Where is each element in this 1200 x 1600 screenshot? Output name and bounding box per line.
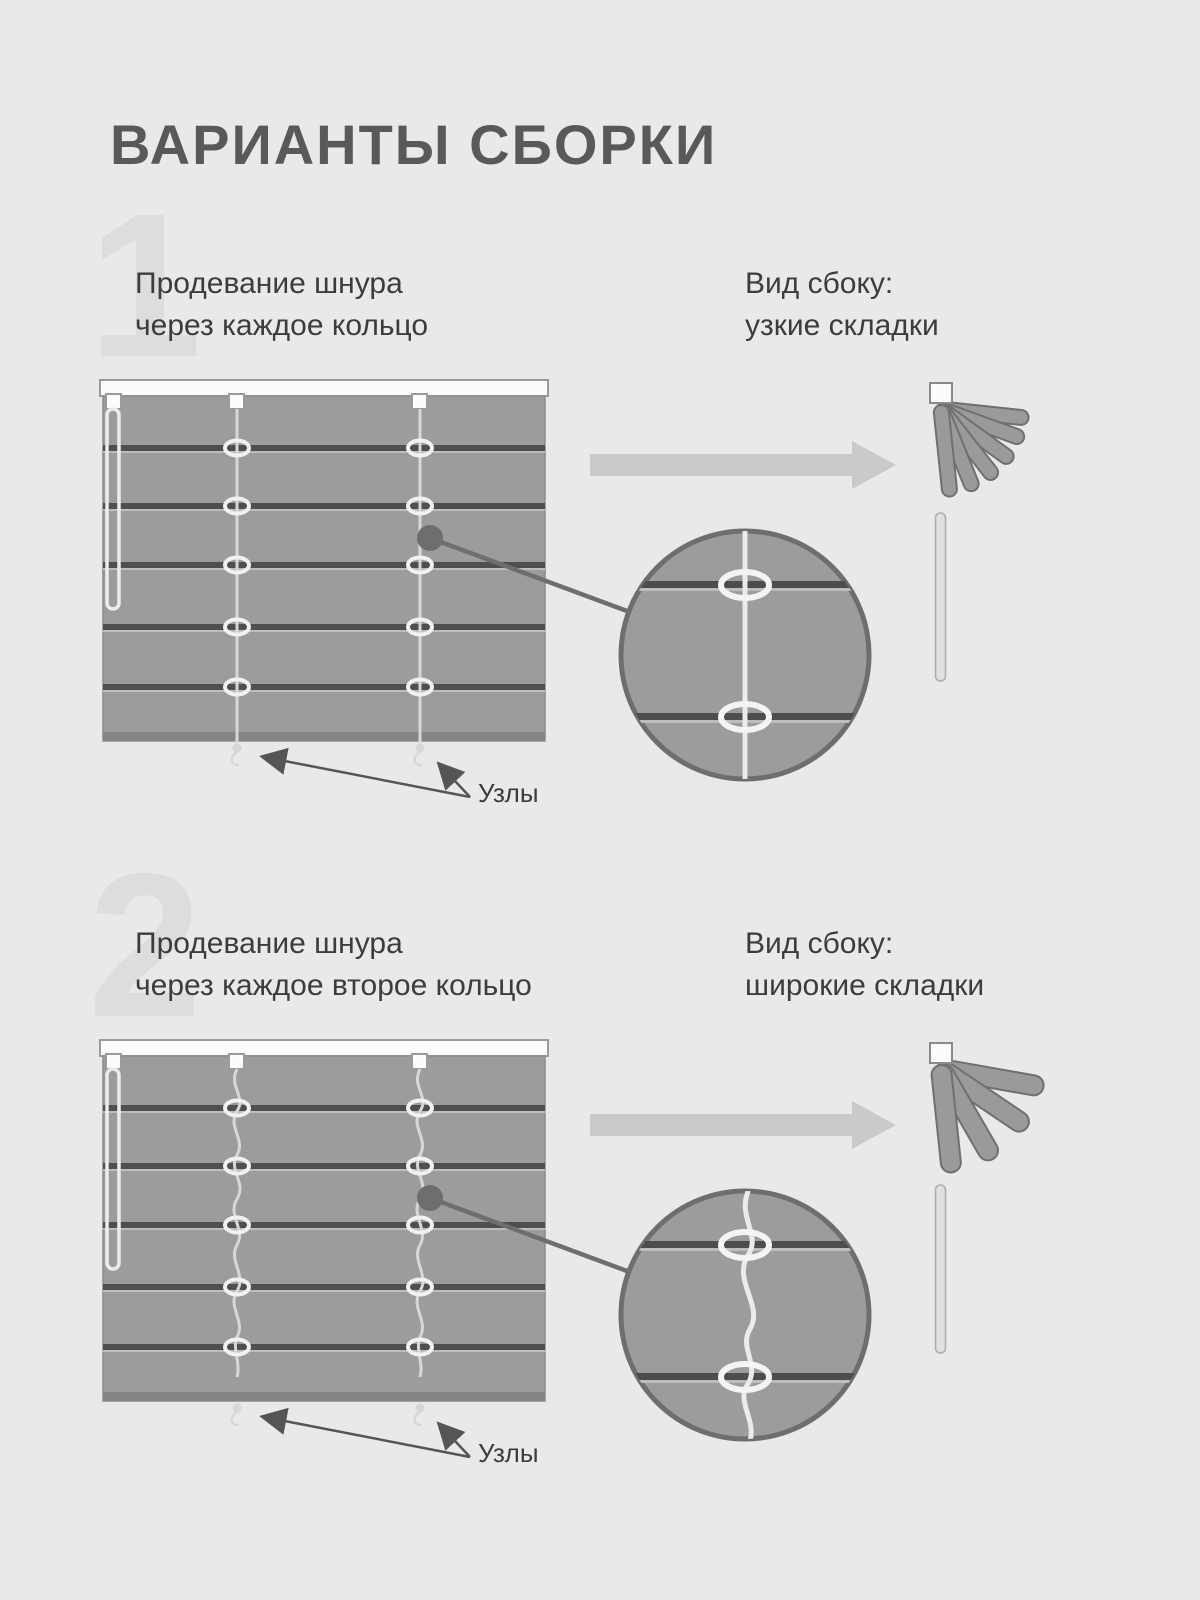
knots-label: Узлы [478,1438,539,1468]
direction-arrow-icon [590,1101,896,1149]
side-view-narrow-folds-icon [929,382,1030,682]
slat-lines [103,1105,545,1352]
side-label-line-1: Вид сбоку: [745,267,894,300]
section-heading: Продевание шнура через каждое кольцо [135,263,428,347]
section-number-watermark: 2 [88,831,203,1060]
knots-label: Узлы [478,778,539,808]
slat-lines [103,445,545,692]
section-heading: Продевание шнура через каждое второе кол… [135,923,532,1007]
cord-rod-icon [934,1184,947,1354]
side-label-line-2: широкие складки [745,969,985,1002]
lift-cord-icon [105,1067,121,1271]
knots-pointer-arrows [259,747,471,799]
bracket-icon [929,382,953,404]
section-number-watermark: 1 [88,171,203,400]
blind-front-view-icon [99,1039,549,1427]
zoom-content-every-ring [621,531,869,779]
side-view-label: Вид сбоку: узкие складки [745,263,939,347]
zoom-callout [417,525,872,782]
side-label-line-1: Вид сбоку: [745,927,894,960]
direction-arrow-icon [590,441,896,489]
knot-icon [230,1403,425,1427]
zoom-content-every-second-ring [621,1191,869,1439]
section-variant-1: 1 Продевание шнура через каждое кольцо В… [0,183,1200,860]
side-view-label: Вид сбоку: широкие складки [745,923,984,1007]
cord-rod-icon [934,512,947,682]
heading-line-2: через каждое второе кольцо [135,969,532,1002]
cord-rings [223,438,434,697]
side-view-wide-folds-icon [929,1042,1045,1354]
knots-pointer-arrows [259,1407,471,1459]
zoom-callout [417,1185,872,1442]
heading-line-1: Продевание шнура [135,927,403,960]
side-label-line-2: узкие складки [745,309,939,342]
section-variant-2: 2 Продевание шнура через каждое второе к… [0,843,1200,1575]
cord-rings [223,1098,434,1357]
bracket-icon [929,1042,953,1064]
lift-cord-icon [105,407,121,611]
variant-2-diagram [99,1039,1045,1459]
knot-icon [230,743,425,767]
heading-line-2: через каждое кольцо [135,309,429,342]
variant-1-diagram [99,379,1030,799]
heading-line-1: Продевание шнура [135,267,403,300]
blind-front-view-icon [99,379,549,767]
page-title: ВАРИАНТЫ СБОРКИ [110,113,718,176]
